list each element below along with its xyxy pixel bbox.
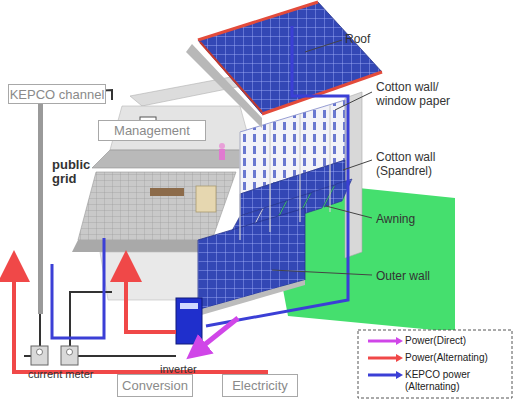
roof-eave bbox=[262, 72, 382, 114]
leader-line bbox=[305, 40, 342, 52]
callout-label: Outer wall bbox=[376, 269, 456, 283]
legend-arrowhead bbox=[396, 354, 403, 362]
callout-label: Cotton wall (Spandrel) bbox=[376, 150, 456, 178]
inverter-symbol bbox=[176, 298, 202, 344]
legend-arrowhead bbox=[396, 371, 403, 379]
roof-ridge bbox=[198, 2, 318, 40]
box-label: KEPCO channel bbox=[10, 87, 105, 102]
callout-label: Awning bbox=[376, 212, 456, 226]
callout-label: public grid bbox=[52, 158, 96, 186]
legend-arrowhead bbox=[396, 337, 403, 345]
callout-label: current meter bbox=[28, 367, 118, 381]
ground-room bbox=[100, 252, 200, 300]
legend-arrow-sample bbox=[368, 340, 398, 343]
box-label: Management bbox=[114, 123, 190, 138]
kepco-power-line bbox=[52, 238, 104, 338]
text-box: Conversion bbox=[117, 374, 193, 397]
utility-pole bbox=[38, 92, 43, 314]
legend-text: Power(Direct) bbox=[405, 335, 509, 347]
outer-wall-panels bbox=[198, 208, 305, 310]
lower-floor bbox=[78, 172, 236, 240]
current-meter-symbol bbox=[61, 346, 78, 365]
text-box: KEPCO channel bbox=[8, 84, 106, 104]
upper-floor bbox=[110, 106, 252, 150]
roof-panels bbox=[198, 2, 382, 114]
leader-line bbox=[326, 206, 372, 218]
kepco-power-line bbox=[206, 26, 348, 326]
facade-posts bbox=[240, 105, 330, 240]
legend-text: KEPCO power (Alternating) bbox=[405, 369, 509, 393]
person-body bbox=[219, 149, 225, 160]
legend-arrow-sample bbox=[368, 374, 398, 377]
box-label: Electricity bbox=[232, 378, 288, 393]
table bbox=[150, 188, 184, 196]
dc-power-arrow bbox=[198, 318, 238, 350]
callout-label: Roof bbox=[345, 32, 405, 46]
meter-dial bbox=[67, 349, 73, 355]
floor-edge bbox=[72, 240, 212, 252]
leader-line bbox=[335, 92, 372, 110]
callout-label: Cotton wall/ window paper bbox=[376, 80, 466, 108]
text-box: Electricity bbox=[222, 374, 298, 397]
current-meter-symbol bbox=[31, 346, 48, 365]
box-label: Conversion bbox=[122, 378, 188, 393]
leader-line bbox=[272, 270, 372, 275]
cabinet bbox=[196, 186, 216, 212]
ac-power-line bbox=[126, 266, 176, 332]
roof-edge bbox=[200, 42, 262, 112]
legend-frame bbox=[358, 330, 512, 398]
callout-label: inverter bbox=[160, 362, 220, 376]
text-box: Management bbox=[98, 120, 206, 141]
legend-arrow-sample bbox=[368, 357, 398, 360]
leader-line bbox=[343, 160, 372, 170]
inverter-display bbox=[180, 303, 198, 309]
person-head bbox=[219, 143, 225, 149]
legend-text: Power(Alternating) bbox=[405, 352, 509, 364]
floor-slab bbox=[92, 150, 255, 168]
meter-dial bbox=[37, 349, 43, 355]
